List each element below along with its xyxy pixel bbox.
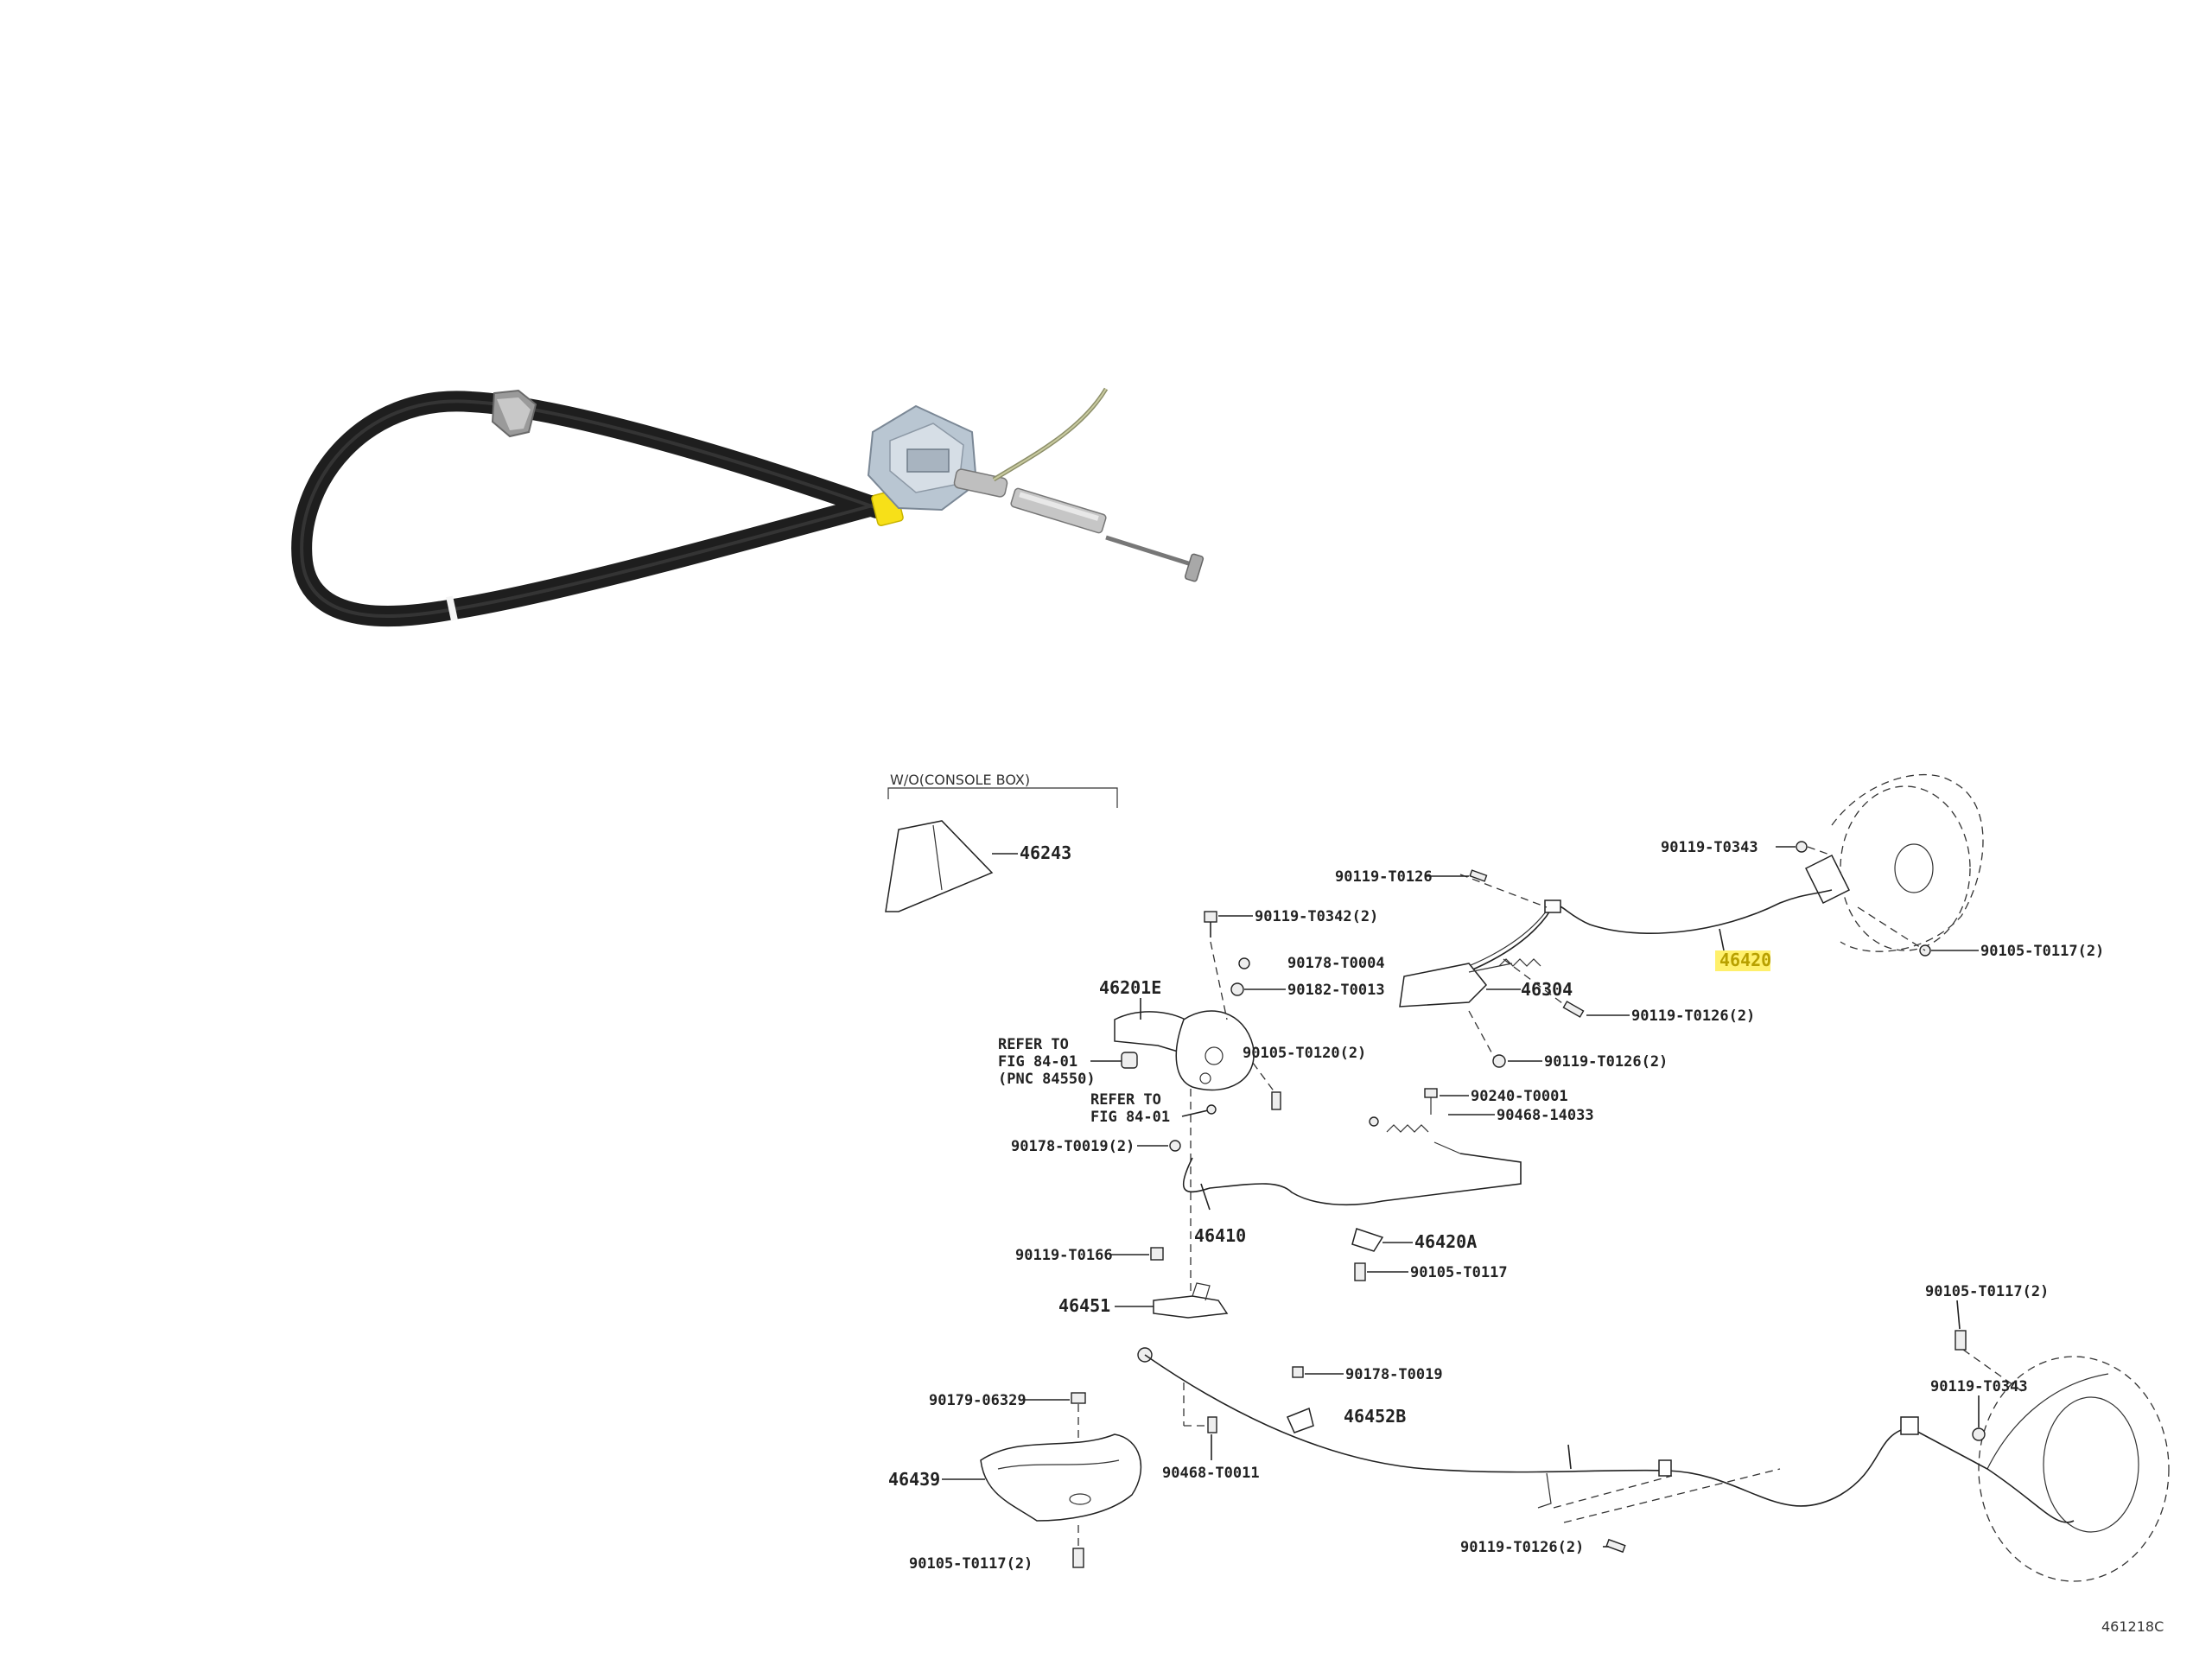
- label-90179-06329: 90179-06329: [929, 1392, 1027, 1409]
- label-90105-T0117-mid: 90105-T0117: [1410, 1264, 1508, 1281]
- bracket-46420A: 46420A 90105-T0117: [1351, 1228, 1508, 1281]
- rear-cable-lower: 90119-T0126(2): [1137, 1347, 2075, 1556]
- label-90105-T0117-right: 90105-T0117(2): [1925, 1283, 2049, 1300]
- label-90119-T0343-bot: 90119-T0343: [1930, 1378, 2028, 1395]
- label-90119-T0126: 90119-T0126: [1335, 868, 1433, 886]
- label-90182-T0013: 90182-T0013: [1287, 982, 1385, 999]
- clip-46452B: 90178-T0019 46452B 90468-T0011: [1162, 1366, 1443, 1482]
- label-90119-T0126-2b: 90119-T0126(2): [1544, 1053, 1668, 1071]
- label-90105-T0117-top: 90105-T0117(2): [1980, 943, 2104, 960]
- label-90119-T0166: 90119-T0166: [1015, 1247, 1113, 1264]
- refer-2-line1: REFER TO: [1090, 1091, 1161, 1109]
- refer-1-line1: REFER TO: [998, 1036, 1069, 1053]
- label-90105-T0117-bot: 90105-T0117(2): [909, 1555, 1033, 1573]
- label-46420A: 46420A: [1414, 1231, 1477, 1252]
- lever-fasteners: 90119-T0342(2) 90178-T0004 90182-T0013 9…: [1011, 908, 1385, 1296]
- label-90468-14033: 90468-14033: [1497, 1107, 1594, 1124]
- label-46201E: 46201E: [1099, 977, 1161, 998]
- label-90468-T0011: 90468-T0011: [1162, 1465, 1260, 1482]
- refer-2-line2: FIG 84-01: [1090, 1109, 1170, 1126]
- cable-46410: 46410 90240-T0001 90468-14033: [1182, 1088, 1594, 1246]
- label-90119-T0126-bot: 90119-T0126(2): [1460, 1539, 1584, 1556]
- label-90119-T0126-2a: 90119-T0126(2): [1631, 1007, 1755, 1025]
- label-46243: 46243: [1020, 842, 1071, 863]
- label-46452B: 46452B: [1344, 1406, 1406, 1427]
- label-46439: 46439: [888, 1469, 940, 1490]
- label-46410: 46410: [1194, 1225, 1246, 1246]
- label-90119-T0342: 90119-T0342(2): [1255, 908, 1378, 925]
- equalizer-46304: 46304 90119-T0126(2) 90119-T0126(2): [1399, 958, 1755, 1071]
- label-90240-T0001: 90240-T0001: [1471, 1088, 1568, 1105]
- label-90178-T0019-2: 90178-T0019(2): [1011, 1138, 1135, 1155]
- label-46451: 46451: [1058, 1295, 1110, 1316]
- refer-1-line3: (PNC 84550): [998, 1071, 1096, 1088]
- label-90119-T0343-top: 90119-T0343: [1661, 839, 1758, 856]
- label-90178-T0004: 90178-T0004: [1287, 955, 1385, 972]
- inset-console-box: W/O(CONSOLE BOX) 46243: [885, 772, 1118, 912]
- cable-46420: 46420 90119-T0126: [1335, 868, 1833, 988]
- shield-46439: 90179-06329 46439 90105-T0117(2): [888, 1392, 1142, 1573]
- brake-backing-plate-lower: 90105-T0117(2) 90119-T0343: [1925, 1283, 2170, 1582]
- bracket-46451: 90119-T0166 46451: [1015, 1247, 1229, 1319]
- lever-46201E: 46201E REFER TO FIG 84-01 (PNC 84550) RE…: [998, 977, 1255, 1126]
- highlight-46420: [1715, 950, 1770, 971]
- brake-backing-plate-upper: 90119-T0343 90105-T0117(2): [1661, 773, 2104, 960]
- label-90105-T0120: 90105-T0120(2): [1243, 1045, 1366, 1062]
- refer-1-line2: FIG 84-01: [998, 1053, 1077, 1071]
- label-46420: 46420: [1719, 950, 1771, 970]
- label-46304: 46304: [1521, 979, 1573, 1000]
- label-90178-T0019: 90178-T0019: [1345, 1366, 1443, 1383]
- product-photo-cable: [291, 387, 1205, 627]
- diagram-code: 461218C: [2101, 1618, 2164, 1635]
- inset-label: W/O(CONSOLE BOX): [890, 772, 1030, 788]
